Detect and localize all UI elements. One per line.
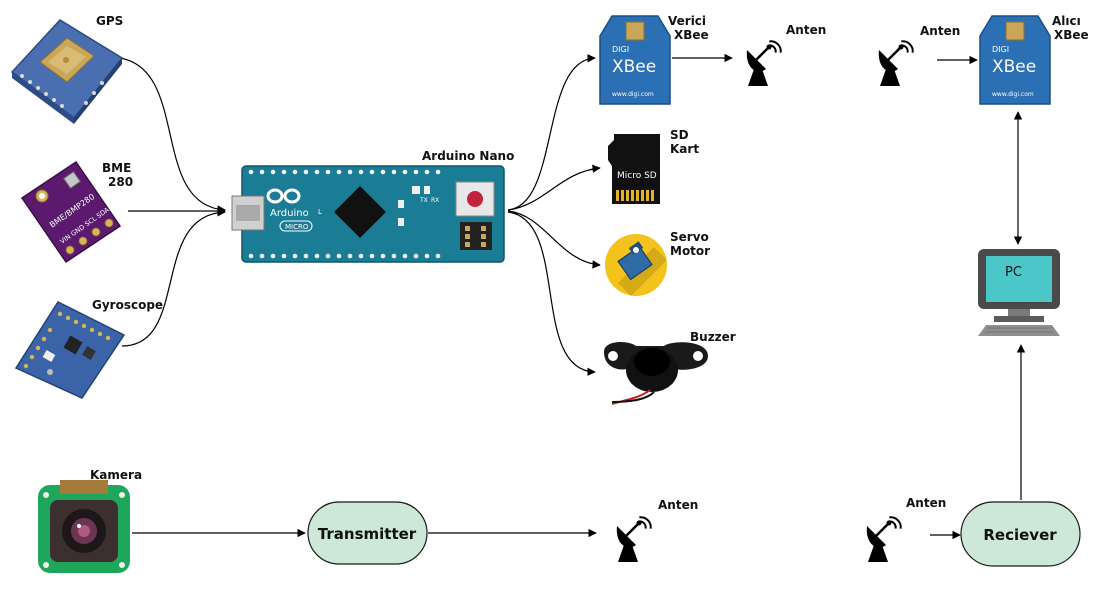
arduino-rx-text: RX [431,197,439,204]
verici-digi-text: DIGI [612,45,629,54]
bme280-module: BME/BMP280 VIN GND SCL SDA BME 280 [20,160,135,264]
verici-xbee-module: DIGI XBee www.digi.com Verici XBee [599,14,710,105]
label-alici: Alıcı XBee [1052,14,1089,42]
sd-card-icon: Micro SD SD Kart [608,128,699,204]
label-sd: SD Kart [670,128,699,156]
alici-digi-text: DIGI [992,45,1009,54]
antenna-icon: Anten [866,496,946,562]
edge-gyro-arduino [121,208,226,347]
connectors [119,53,1026,540]
arduino-l-text: L [318,208,322,216]
gps-module: GPS [10,14,123,124]
label-verici: Verici XBee [668,14,710,42]
pc-screen-text: PC [1005,265,1022,280]
arduino-tx-text: TX [419,197,428,204]
edge-gps-arduino [119,57,226,214]
arduino-brand-text: Arduino [270,208,309,219]
edge-arduino-servo [507,210,601,269]
label-gyroscope: Gyroscope [92,298,163,312]
label-gps: GPS [96,14,123,28]
edge-arduino-buzzer [507,211,596,376]
alici-xbee-module: DIGI XBee www.digi.com Alıcı XBee [979,14,1089,105]
label-verici-line2: XBee [674,28,709,42]
label-anten-rx: Anten [920,24,960,38]
antenna-icon: Anten [616,498,698,562]
alici-url-text: www.digi.com [992,91,1034,98]
label-alici-line2: XBee [1054,28,1089,42]
arduino-nano-board: Arduino MICRO L TX RX Arduino Nano [231,149,514,263]
label-bme-line1: BME [102,161,131,175]
label-buzzer: Buzzer [690,330,736,344]
label-servo: Servo Motor [670,230,713,258]
alici-xbee-text: XBee [992,57,1036,77]
verici-xbee-text: XBee [612,57,656,77]
label-bme-line2: 280 [108,175,133,189]
pc-icon: PC [978,249,1060,336]
label-anten-cam-rx: Anten [906,496,946,510]
gyroscope-module: Gyroscope [14,298,163,399]
reciever-label: Reciever [983,526,1057,544]
antenna-icon: Anten [878,24,960,86]
transmitter-node: Transmitter [307,501,428,565]
edge-arduino-sd [507,164,601,211]
sd-card-text: Micro SD [617,171,657,181]
edge-arduino-verici [507,54,596,211]
label-verici-line1: Verici [668,14,706,28]
label-bme: BME 280 [102,161,135,189]
servo-motor-icon: Servo Motor [605,230,713,296]
label-servo-line2: Motor [670,244,710,258]
buzzer-icon: Buzzer [604,330,736,405]
label-servo-line1: Servo [670,230,709,244]
label-anten-cam-tx: Anten [658,498,698,512]
label-kamera: Kamera [90,468,142,482]
label-anten-tx: Anten [786,23,826,37]
verici-url-text: www.digi.com [612,91,654,98]
reciever-node: Reciever [960,501,1081,567]
label-alici-line1: Alıcı [1052,14,1081,28]
transmitter-label: Transmitter [318,525,417,543]
camera-module-icon: Kamera [38,468,142,573]
arduino-micro-text: MICRO [285,223,309,231]
label-sd-line1: SD [670,128,689,142]
antenna-icon: Anten [746,23,826,86]
label-sd-line2: Kart [670,142,699,156]
label-arduino: Arduino Nano [422,149,514,163]
